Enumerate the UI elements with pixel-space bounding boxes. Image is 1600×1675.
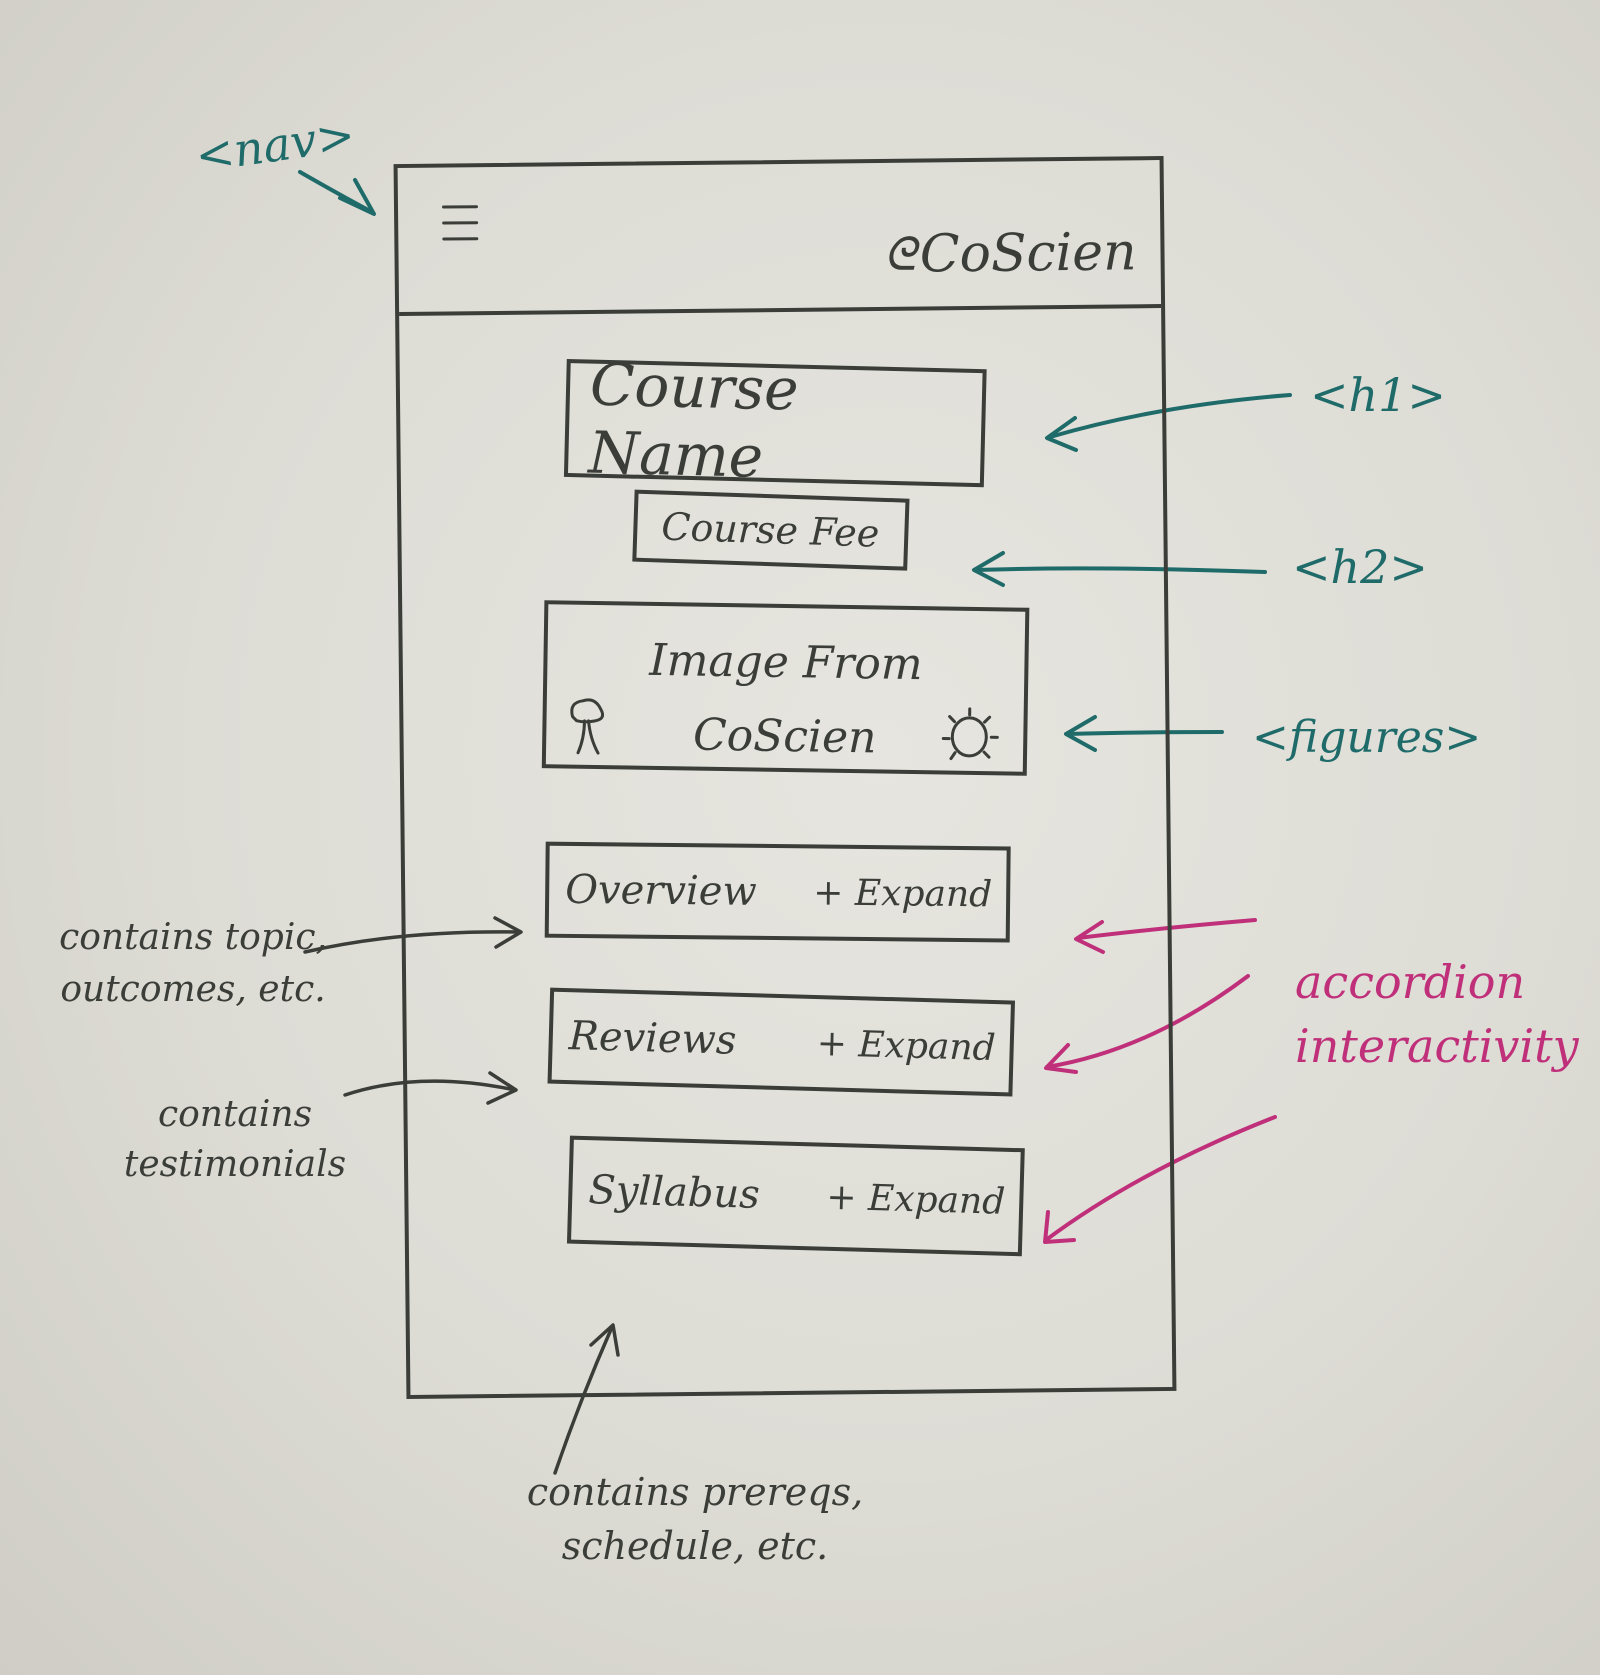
annotation-reviews-note: contains testimonials [123,1094,347,1185]
brand-name: CoScien [919,222,1137,285]
sun-icon [941,707,999,761]
course-fee-heading: Course Fee [632,489,910,571]
course-image-figure: Image From CoScien [541,600,1030,776]
accordion-syllabus-label: Syllabus [587,1167,761,1218]
annotation-syllabus-note: contains prereqs, schedule, etc. [526,1470,864,1568]
phone-wireframe: ᘓ CoScien Course Name Course Fee Image F… [393,156,1177,1399]
annotation-overview-note: contains topic, outcomes, etc. [59,917,327,1010]
nav-arrow [298,170,374,214]
accordion-overview-label: Overview [564,866,757,915]
leaf-swirl-icon: ᘓ [883,226,917,281]
brand-logo[interactable]: ᘓ CoScien [883,222,1137,285]
accordion-reviews-label: Reviews [568,1013,738,1064]
accordion-syllabus[interactable]: Syllabus + Expand [566,1135,1025,1257]
annotation-h1-tag: <h1> [1310,368,1446,422]
accordion-overview[interactable]: Overview + Expand [544,841,1011,943]
annotation-accordion-note: accordion interactivity [1295,955,1579,1073]
annotation-h2-tag: <h2> [1292,540,1428,594]
annotation-figure-tag: <figures> [1252,712,1482,763]
tree-icon [570,698,605,755]
course-name-heading: Course Name [563,351,987,491]
accordion-reviews[interactable]: Reviews + Expand [547,987,1016,1097]
navbar: ᘓ CoScien [397,160,1162,317]
accordion-reviews-expand[interactable]: + Expand [816,1022,997,1069]
hamburger-menu-icon[interactable] [438,195,485,251]
annotation-nav-tag: <nav> [192,107,359,183]
accordion-syllabus-expand[interactable]: + Expand [825,1176,1006,1223]
accordion-overview-expand[interactable]: + Expand [813,871,993,915]
